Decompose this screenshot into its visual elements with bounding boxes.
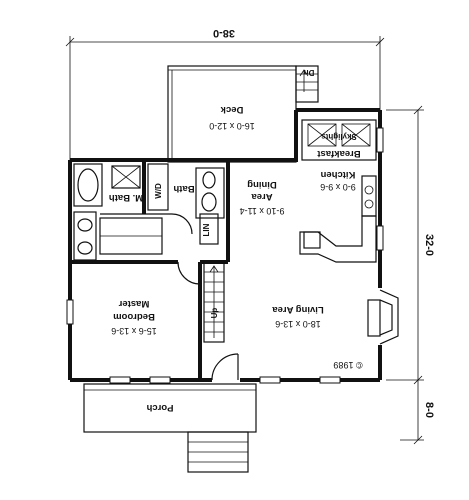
- depth-porch-dimension: 8-0: [423, 402, 435, 418]
- master-bath-label: M. Bath: [109, 192, 144, 203]
- kitchen-counters: [299, 119, 377, 263]
- windows: [66, 127, 384, 384]
- copyright-notice: © 1989: [333, 360, 362, 370]
- doors: [171, 213, 239, 381]
- dining-label-line1: Dining: [247, 179, 277, 190]
- breakfast-label: Breakfast: [317, 148, 361, 159]
- porch: [83, 383, 257, 473]
- master-bedroom-label-line2: Bedroom: [113, 311, 155, 322]
- stairs: [203, 261, 225, 343]
- bath-label: Bath: [173, 183, 194, 194]
- skylights-label: Skylights: [321, 132, 357, 141]
- linen-label: LIN: [202, 223, 211, 236]
- width-overall-dimension: 38-0: [213, 27, 235, 39]
- living-area-label: Living Area: [272, 304, 324, 315]
- fireplace: [367, 289, 399, 345]
- kitchen-label: Kitchen: [320, 169, 355, 180]
- depth-main-dimension: 32-0: [423, 234, 435, 256]
- stair-up-label: Up: [210, 308, 219, 319]
- deck-size: 16-0 x 12-0: [209, 121, 255, 131]
- dimension-lines: [65, 36, 424, 445]
- master-bedroom-size: 15-6 x 13-6: [111, 326, 157, 336]
- bath-fixtures: [147, 163, 219, 245]
- deck-down-label: Dn: [304, 68, 315, 77]
- dining-size: 9-10 x 11-4: [240, 206, 285, 216]
- living-area-size: 18-0 x 13-6: [275, 319, 321, 329]
- porch-label: Porch: [146, 402, 173, 413]
- washer-dryer-label: W/D: [154, 183, 163, 199]
- deck-label: Deck: [220, 104, 243, 115]
- master-bath-fixtures: [73, 163, 141, 261]
- exterior-walls: [68, 108, 382, 382]
- kitchen-size: 9-0 x 9-6: [320, 182, 356, 192]
- master-bedroom-label-line1: Master: [118, 298, 149, 309]
- dining-label-line2: Area: [251, 191, 273, 202]
